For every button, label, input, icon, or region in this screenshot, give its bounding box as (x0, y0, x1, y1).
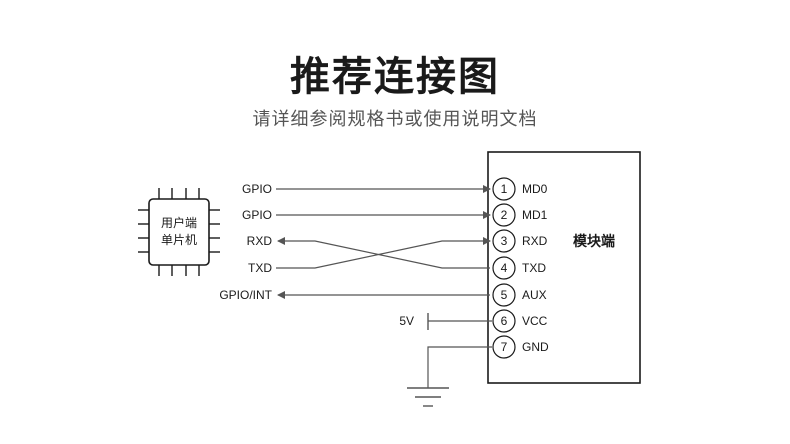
pin-4: 4 TXD (492, 256, 546, 280)
pin-6: 6 VCC (492, 309, 548, 333)
pin-7-number: 7 (501, 340, 508, 354)
pin-3: 3 RXD (492, 229, 548, 253)
pin-1-name: MD0 (522, 182, 548, 196)
pin-3-name: RXD (522, 234, 548, 248)
wire-module-txd-to-rxd (277, 237, 490, 269)
signal-5v-label: 5V (399, 314, 414, 328)
page-subtitle: 请详细参阅规格书或使用说明文档 (252, 109, 538, 130)
pin-6-name: VCC (522, 314, 548, 328)
pin-5: 5 AUX (492, 283, 547, 307)
pin-5-name: AUX (522, 288, 547, 302)
pin-5-number: 5 (501, 288, 508, 302)
pin-1-number: 1 (501, 182, 508, 196)
pin-4-number: 4 (501, 261, 508, 275)
pin-7: 7 GND (492, 335, 549, 359)
pin-7-name: GND (522, 340, 549, 354)
wire-txd-to-module-rxd (276, 237, 491, 269)
pin-2: 2 MD1 (492, 203, 548, 227)
pin-1: 1 MD0 (492, 177, 548, 201)
pin-2-number: 2 (501, 208, 508, 222)
mcu-label-line2: 单片机 (161, 233, 197, 247)
signal-gpio-2-label: GPIO (242, 208, 272, 222)
signal-rxd-label: RXD (247, 234, 273, 248)
pin-4-name: TXD (522, 261, 546, 275)
signal-txd-label: TXD (248, 261, 272, 275)
page-title: 推荐连接图 (290, 54, 500, 100)
signal-gpio-1-label: GPIO (242, 182, 272, 196)
power-5v (427, 313, 492, 330)
mcu-chip: 用户端 单片机 (138, 188, 220, 276)
pin-3-number: 3 (501, 234, 508, 248)
pin-2-name: MD1 (522, 208, 548, 222)
ground-symbol (407, 346, 492, 407)
module-label: 模块端 (573, 233, 615, 250)
signal-gpio-int-label: GPIO/INT (219, 288, 272, 302)
pin-6-number: 6 (501, 314, 508, 328)
mcu-label-line1: 用户端 (161, 215, 197, 230)
